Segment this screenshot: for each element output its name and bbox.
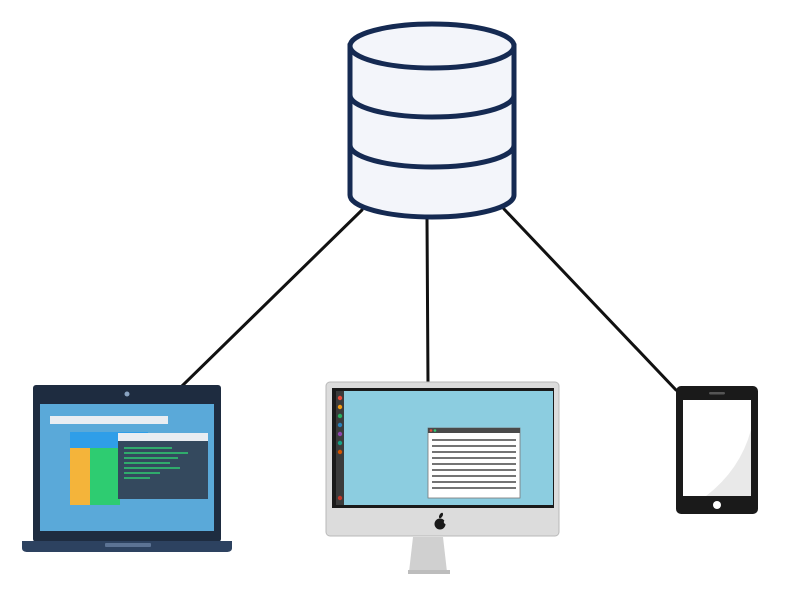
connections bbox=[180, 207, 678, 392]
tablet-icon bbox=[676, 386, 758, 514]
database-icon bbox=[347, 21, 517, 220]
apple-logo-icon bbox=[434, 512, 449, 530]
edge-database-desktop bbox=[425, 217, 430, 385]
edge-database-laptop bbox=[180, 208, 364, 388]
edge-database-tablet bbox=[502, 207, 678, 392]
laptop-icon bbox=[22, 385, 232, 552]
desktop-monitor-icon bbox=[325, 381, 560, 574]
